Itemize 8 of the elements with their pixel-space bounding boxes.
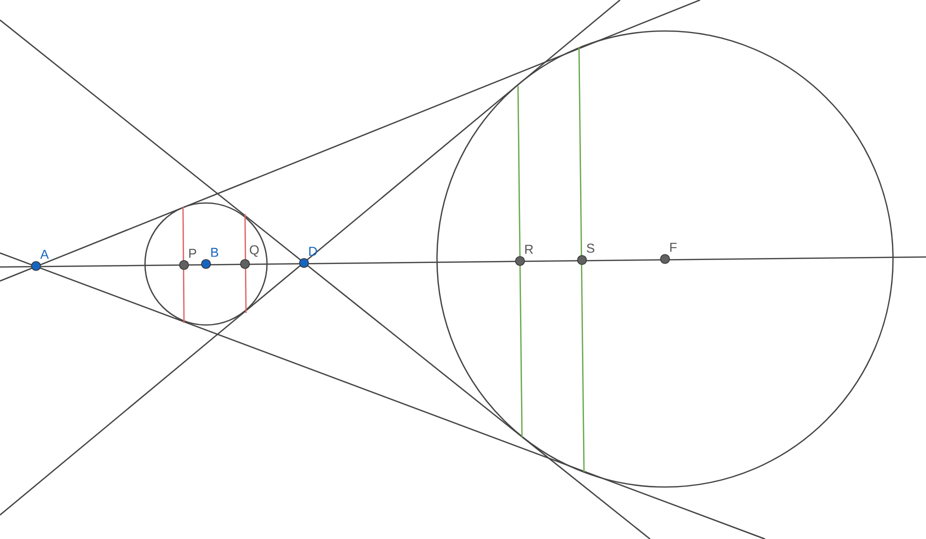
point-label: B	[211, 248, 218, 257]
point-label: R	[525, 244, 533, 254]
point-label: Q	[250, 245, 259, 257]
point-label: A	[40, 250, 49, 259]
point-label: F	[670, 242, 677, 252]
point-label: D	[309, 246, 317, 256]
point-label: P	[189, 248, 196, 258]
point-label: S	[586, 244, 594, 253]
